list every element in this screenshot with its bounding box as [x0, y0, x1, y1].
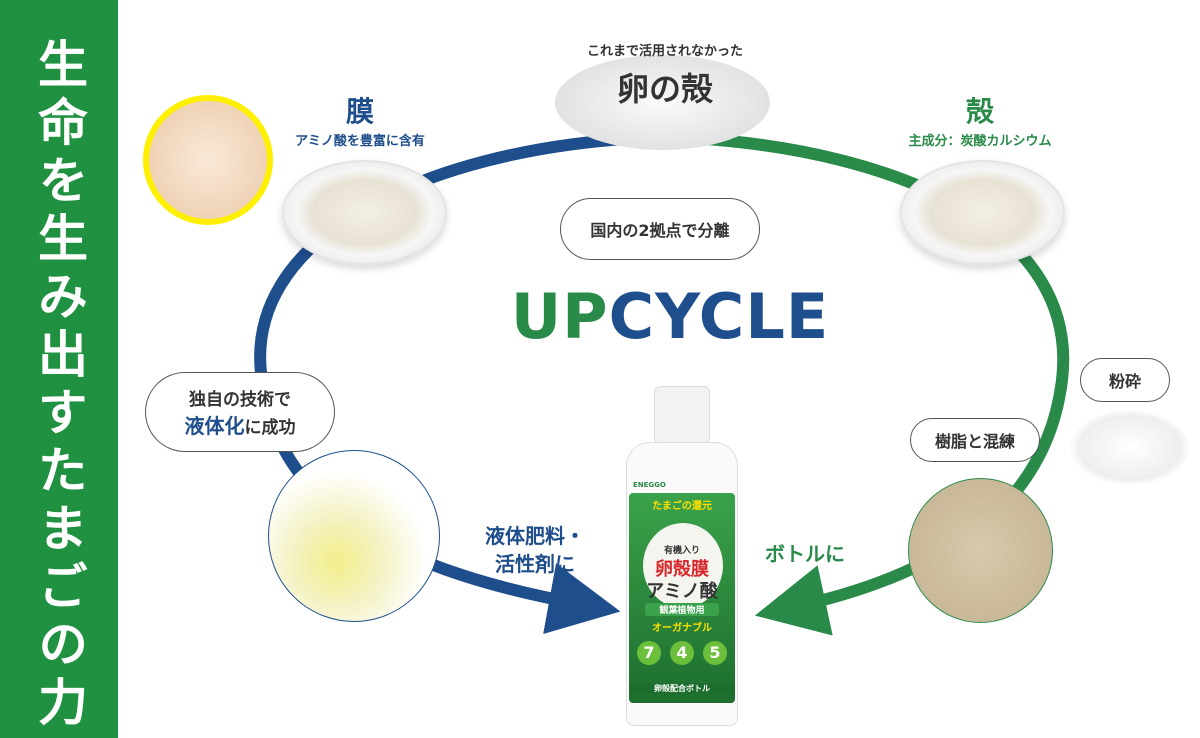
shell-title: 殻 — [965, 95, 994, 128]
peeling-membrane-image — [143, 95, 273, 225]
bubble-rest: に成功 — [244, 418, 296, 438]
caption-line1: 液体肥料・ — [485, 524, 585, 548]
bottle-cap — [654, 386, 710, 444]
npk-p: 4 — [670, 641, 694, 665]
bottle-label: たまごの還元 有機入り 卵殻膜 アミノ酸 観葉植物用 オーガナブル 7 4 5 … — [629, 493, 735, 703]
sidebar: 生命を生み出すたまごの力 — [0, 0, 118, 738]
bottle-use: 観葉植物用 — [644, 603, 720, 616]
top-subtitle: これまで活用されなかった — [586, 44, 743, 59]
bottle-caption: ボトルに — [765, 542, 845, 566]
bottle-body: ENEGGO たまごの還元 有機入り 卵殻膜 アミノ酸 観葉植物用 オーガナブル… — [626, 442, 738, 726]
membrane-dish-image — [282, 160, 447, 265]
shell-desc: 主成分：炭酸カルシウム — [908, 134, 1052, 149]
caption-line2: 活性剤に — [495, 552, 575, 576]
bottle-brand: ENEGGO — [633, 481, 666, 489]
resin-pellets-image — [908, 478, 1053, 623]
membrane-desc: アミノ酸を豊富に含有 — [295, 134, 425, 149]
powder-image — [1070, 410, 1190, 485]
center-bubble: 国内の2拠点で分離 — [560, 198, 760, 260]
npk-values: 7 4 5 — [637, 641, 727, 665]
eggshell-image — [555, 55, 770, 150]
sidebar-title: 生命を生み出すたまごの力 — [30, 38, 88, 734]
product-bottle: ENEGGO たまごの還元 有機入り 卵殻膜 アミノ酸 観葉植物用 オーガナブル… — [626, 386, 738, 726]
bottle-tag: 有機入り — [663, 546, 700, 556]
npk-k: 5 — [703, 641, 727, 665]
liquefaction-bubble: 独自の技術で 液体化に成功 — [145, 372, 335, 452]
upcycle-cycle: CYCLE — [608, 280, 830, 353]
upcycle-up: UP — [510, 280, 609, 353]
bottle-sub: オーガナブル — [652, 623, 712, 634]
resin-bubble: 樹脂と混練 — [910, 418, 1040, 462]
bottle-name2: アミノ酸 — [646, 581, 718, 602]
top-title: 卵の殻 — [616, 70, 713, 108]
npk-n: 7 — [637, 641, 661, 665]
liquid-fertilizer-caption: 液体肥料・活性剤に — [470, 522, 600, 578]
bottle-banner: たまごの還元 — [652, 501, 712, 512]
crush-bubble: 粉砕 — [1080, 358, 1170, 402]
bottle-footer: 卵殻配合ボトル — [629, 683, 735, 694]
bubble-line1: 独自の技術で — [189, 390, 291, 410]
liquid-beakers-image — [268, 450, 440, 622]
shell-dish-image — [900, 160, 1065, 265]
membrane-title: 膜 — [345, 95, 374, 128]
bubble-line2: 液体化に成功 — [185, 410, 296, 439]
upcycle-heading: UPCYCLE — [500, 280, 840, 353]
bottle-name1: 卵殻膜 — [655, 559, 709, 580]
bubble-highlight: 液体化 — [184, 414, 245, 438]
